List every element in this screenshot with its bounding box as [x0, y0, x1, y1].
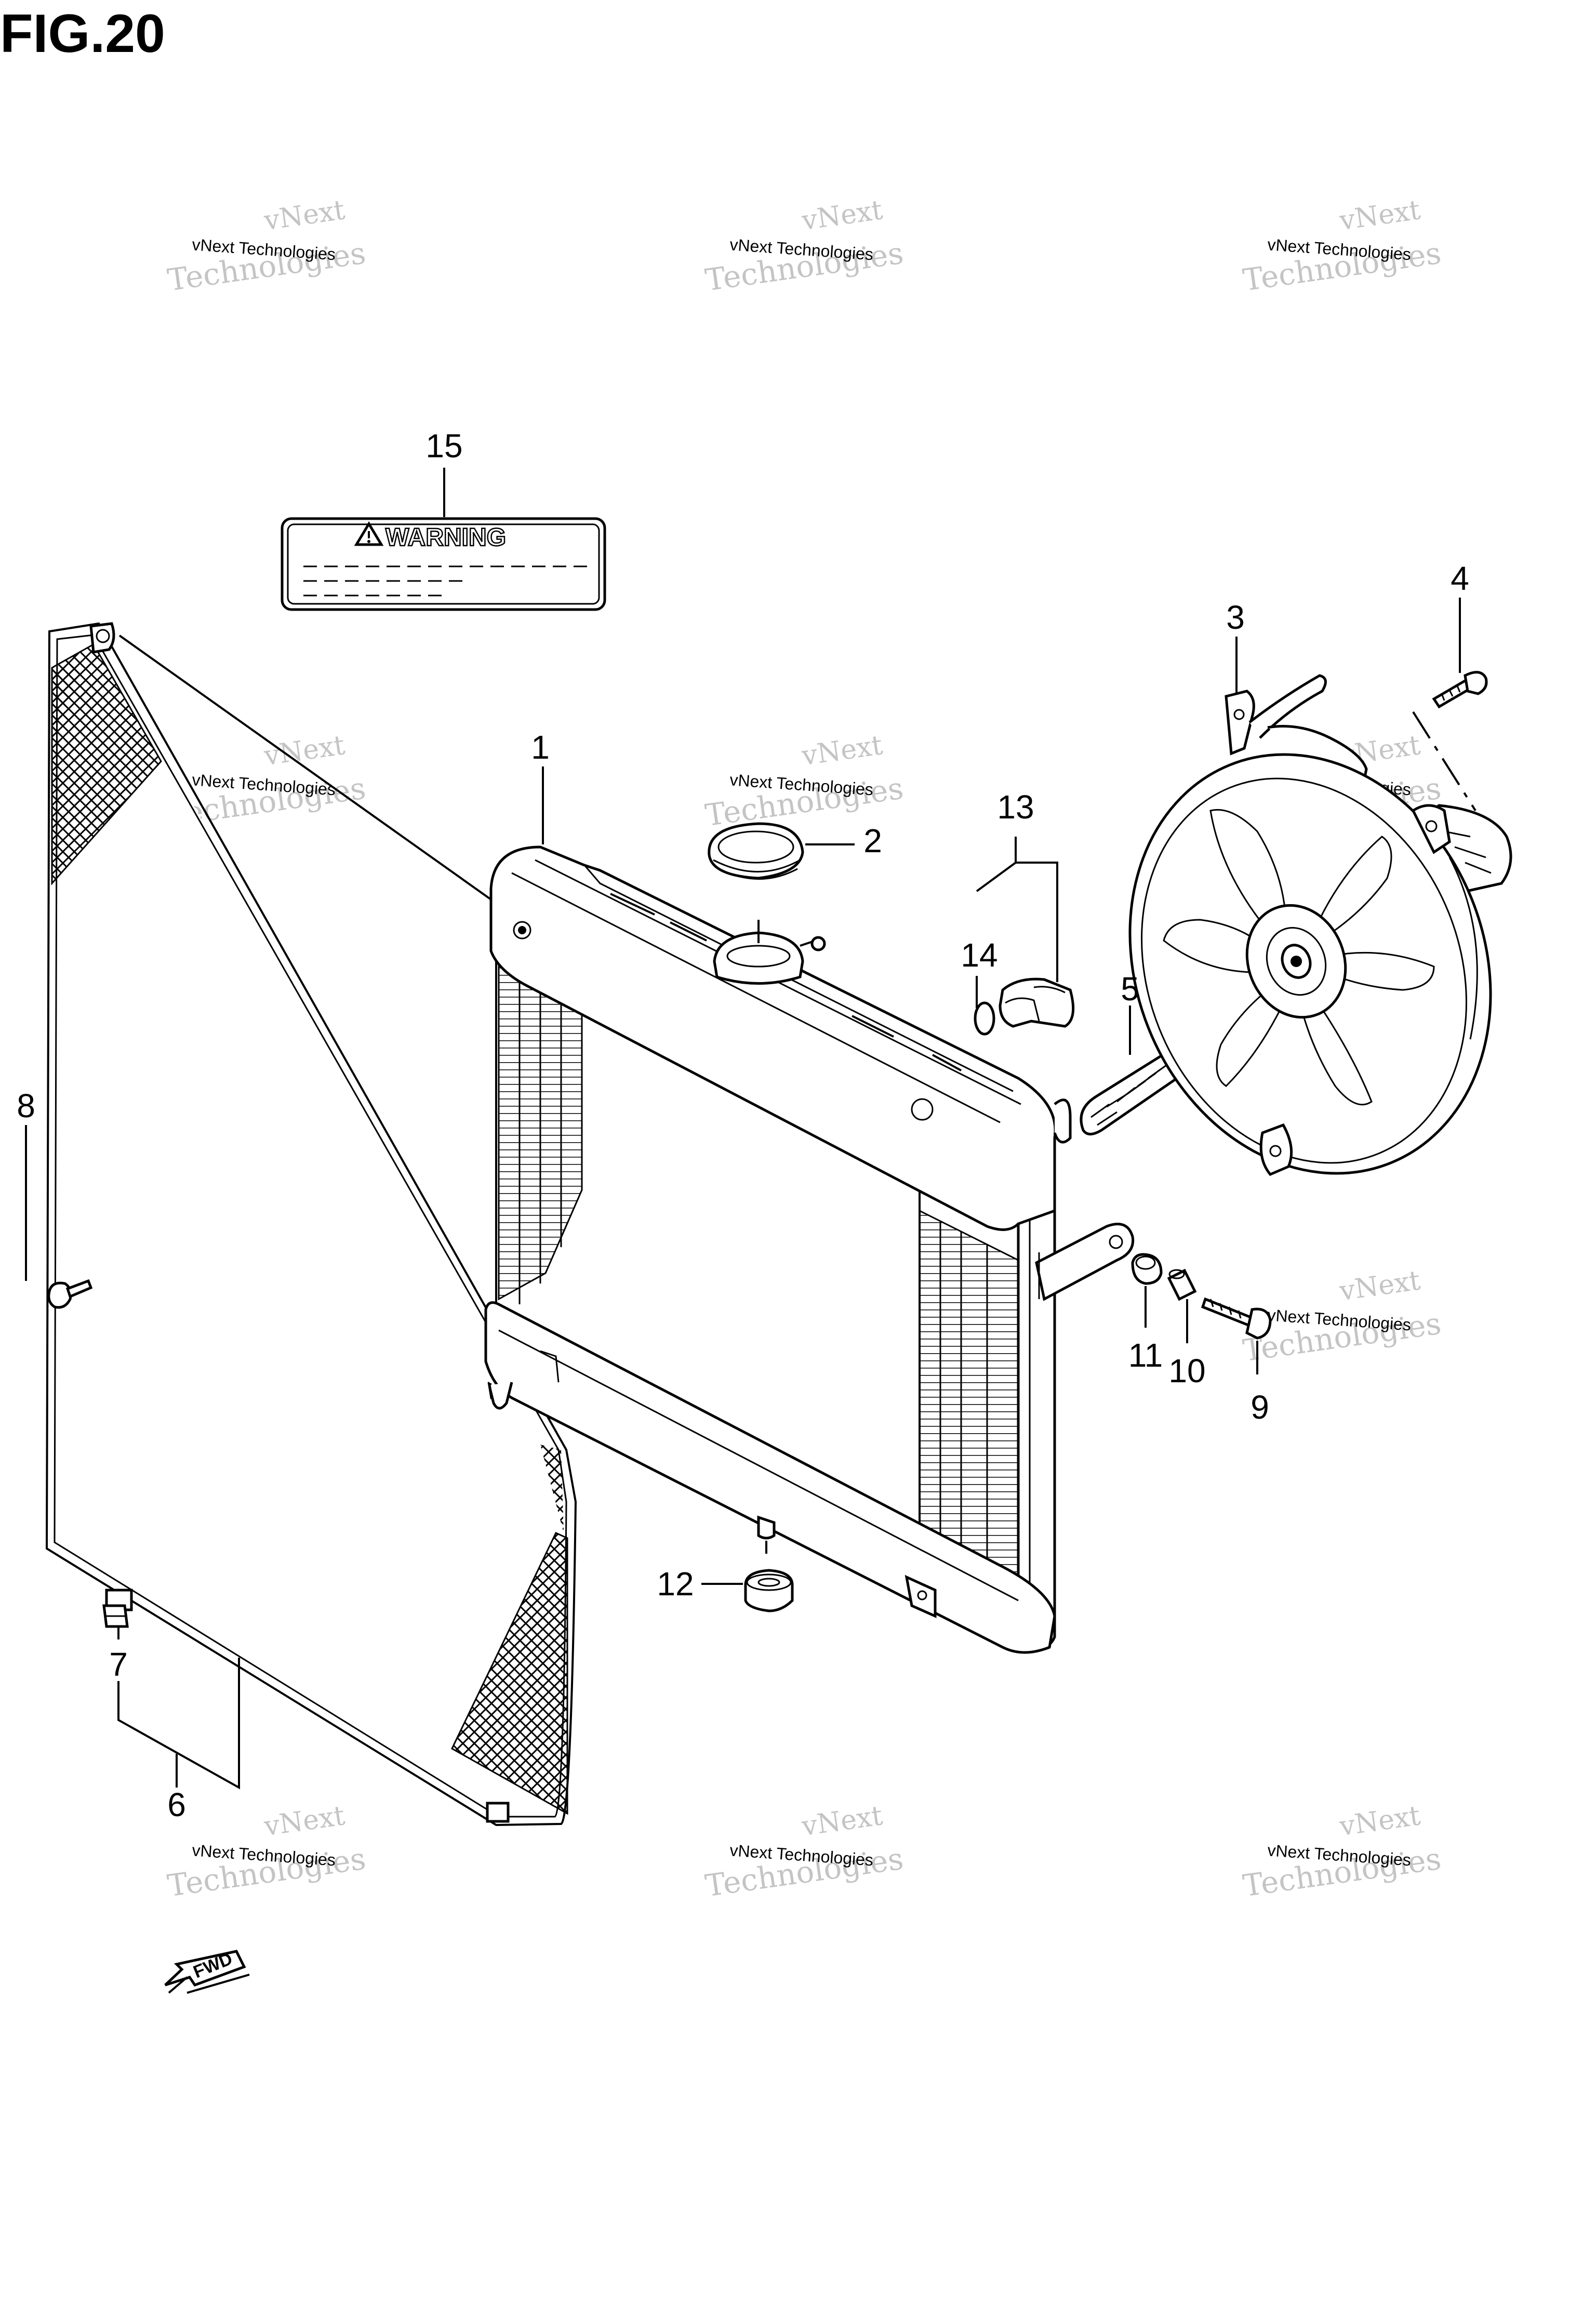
callout-14: 14: [961, 936, 998, 974]
callout-5: 5: [1121, 970, 1139, 1008]
callout-8: 8: [17, 1087, 35, 1125]
collar-part: [1167, 1268, 1197, 1301]
warning-label-decal: WARNING: [281, 517, 606, 611]
callout-15: 15: [425, 427, 462, 465]
mount-bolt-part: [1201, 1297, 1272, 1340]
watermark-top-text: vNext: [262, 194, 347, 236]
callout-1: 1: [531, 729, 550, 766]
warning-label-text: WARNING: [385, 524, 506, 551]
radiator-core: [484, 845, 1135, 1654]
callout-9: 9: [1251, 1388, 1269, 1426]
watermark-top-text: vNext: [1337, 1800, 1422, 1842]
callout-4: 4: [1451, 560, 1469, 597]
watermark-top-text: vNext: [1337, 194, 1422, 236]
watermark-top-text: vNext: [800, 730, 885, 772]
figure-title: FIG.20: [0, 4, 165, 64]
callout-11: 11: [1128, 1337, 1163, 1374]
fan-bolt: [1432, 671, 1488, 709]
callout-3: 3: [1226, 599, 1245, 636]
mount-hardware: [1131, 1253, 1272, 1340]
radiator-cap: [708, 822, 804, 880]
leader-lines: [25, 468, 1461, 1790]
cooling-fan: [1128, 674, 1512, 1176]
radiator-guard-panel: [45, 622, 577, 1827]
fwd-arrow-icon: FWD: [164, 1949, 250, 1994]
callout-13: 13: [997, 788, 1034, 826]
callout-2: 2: [863, 822, 882, 859]
thermo-switch: [974, 977, 1075, 1036]
o-ring-part: [974, 1001, 995, 1036]
watermark-top-text: vNext: [800, 1800, 885, 1842]
guard-screw: [47, 1279, 93, 1309]
callout-7: 7: [109, 1646, 128, 1683]
callout-12: 12: [657, 1565, 694, 1603]
watermark-top-text: vNext: [262, 1800, 347, 1842]
watermark-top-text: vNext: [800, 194, 885, 236]
guard-clip: [102, 1604, 129, 1628]
lower-cushion: [744, 1569, 794, 1612]
watermark-top-text: vNext: [1337, 1265, 1422, 1307]
callout-6: 6: [167, 1786, 186, 1823]
callout-10: 10: [1168, 1352, 1205, 1390]
